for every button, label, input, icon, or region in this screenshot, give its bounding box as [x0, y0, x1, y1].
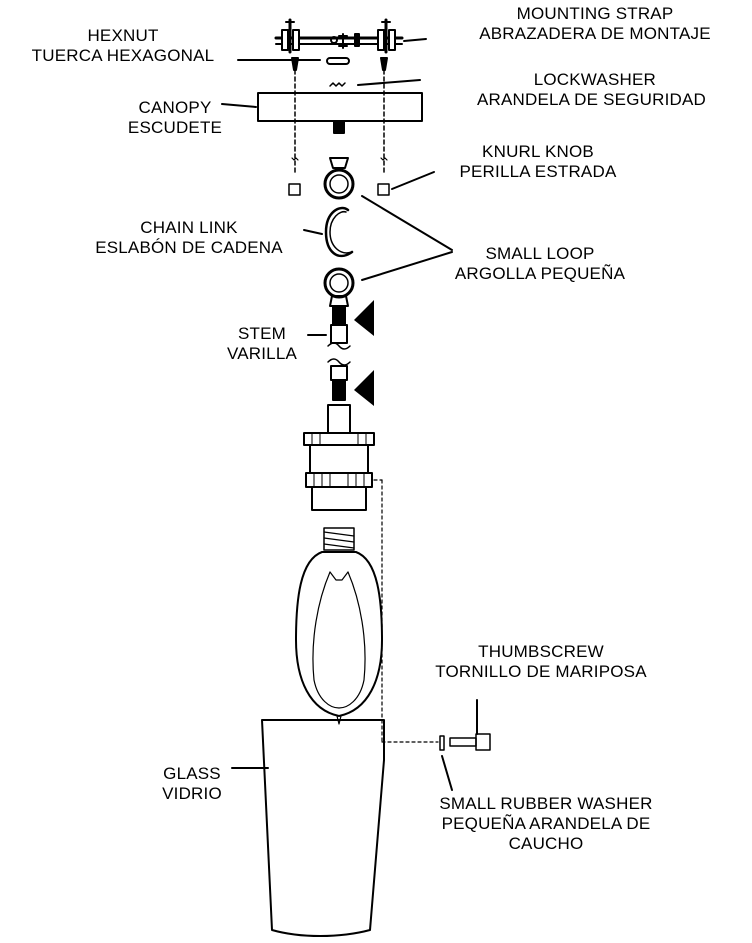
label-lockwasher: LOCKWASHER ARANDELA DE SEGURIDAD: [476, 70, 706, 109]
canopy: [221, 92, 423, 134]
chain-link: [303, 206, 354, 258]
label-canopy: CANOPY ESCUDETE: [127, 98, 223, 137]
label-hexnut: HEXNUT TUERCA HEXAGONAL: [31, 26, 215, 65]
mounting-screws: [291, 57, 388, 173]
label-knurl-knob: KNURL KNOB PERILLA ESTRADA: [459, 142, 617, 181]
small-loop-top: [323, 157, 355, 200]
knurl-nuts: [288, 157, 435, 196]
glass-shade: [231, 719, 385, 937]
label-mounting-strap: MOUNTING STRAP ABRAZADERA DE MONTAJE: [479, 4, 711, 43]
stem-upper: [307, 300, 374, 350]
thumbscrew-guide: [373, 479, 439, 743]
mounting-strap: [274, 18, 427, 54]
socket: [303, 404, 375, 511]
small-loop-bottom: [323, 267, 355, 307]
label-rubber-washer: SMALL RUBBER WASHER PEQUEÑA ARANDELA DE …: [439, 794, 653, 853]
hexnut: [237, 57, 350, 65]
thumbscrew-assembly: [439, 699, 491, 791]
label-stem: STEM VARILLA: [226, 324, 298, 363]
edison-bulb: [295, 527, 383, 725]
label-small-loop: SMALL LOOP ARGOLLA PEQUEÑA: [454, 244, 626, 283]
small-loop-leaders: [361, 195, 453, 281]
label-thumbscrew: THUMBSCREW TORNILLO DE MARIPOSA: [435, 642, 647, 681]
lockwasher: [329, 79, 421, 87]
label-chain-link: CHAIN LINK ESLABÓN DE CADENA: [95, 218, 283, 257]
label-glass: GLASS VIDRIO: [162, 764, 222, 803]
stem-lower: [327, 358, 374, 406]
